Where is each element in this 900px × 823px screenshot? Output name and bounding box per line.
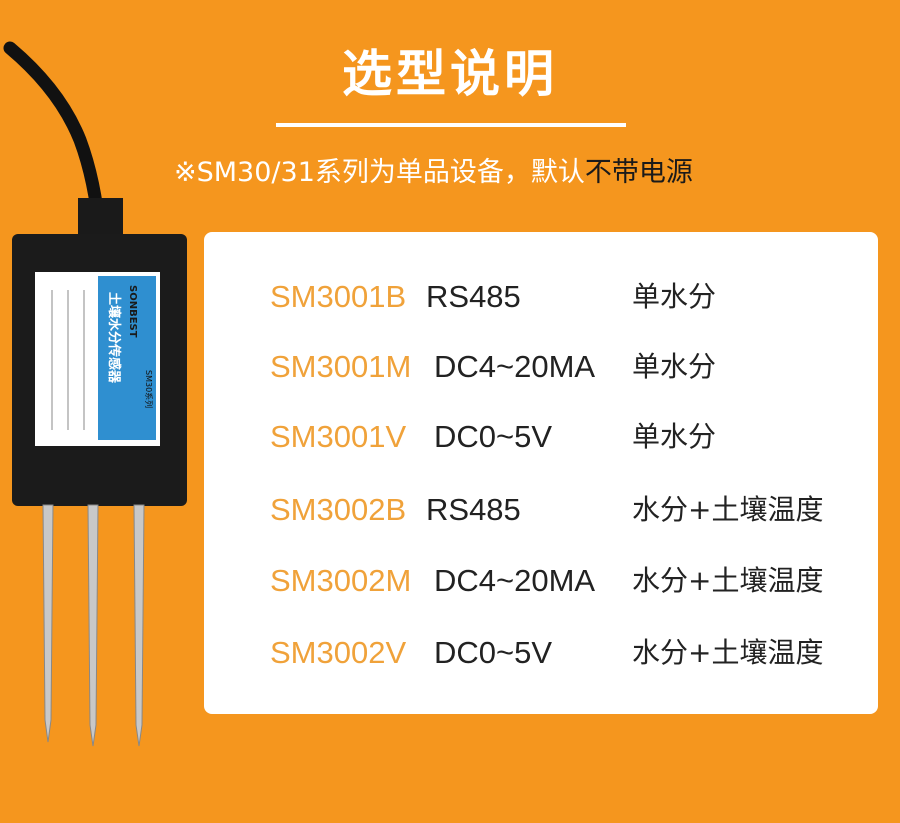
model-code: SM3002M	[270, 563, 412, 598]
sensor-series-text: SM30系列	[144, 370, 154, 408]
measurement-function: 水分+土壤温度	[632, 636, 824, 669]
measurement-function: 单水分	[632, 280, 717, 313]
model-row: SM3002V DC0~5V 水分+土壤温度	[204, 630, 878, 676]
sensor-label-blue	[98, 276, 156, 440]
probe-left	[42, 504, 54, 743]
selection-note: ※SM30/31系列为单品设备，默认不带电源	[174, 150, 693, 189]
soil-moisture-sensor-image: SONBEST 土壤水分传感器 SM30系列	[3, 41, 187, 747]
model-row: SM3001V DC0~5V 单水分	[204, 414, 878, 460]
model-selection-table: SM3001B RS485 单水分 SM3001M DC4~20MA 单水分 S…	[204, 232, 878, 714]
measurement-function: 单水分	[632, 420, 717, 453]
output-signal: DC0~5V	[434, 419, 553, 454]
output-signal: DC4~20MA	[434, 349, 596, 384]
measurement-function: 水分+土壤温度	[632, 493, 824, 526]
measurement-function: 单水分	[632, 350, 717, 383]
note-emphasis: 不带电源	[584, 157, 693, 188]
page-title: 选型说明	[342, 45, 558, 103]
measurement-function: 水分+土壤温度	[632, 564, 824, 597]
sensor-product-name: 土壤水分传感器	[106, 292, 122, 384]
title-underline	[276, 123, 626, 127]
model-row: SM3002B RS485 水分+土壤温度	[204, 487, 878, 533]
probe-middle	[87, 504, 99, 747]
model-row: SM3001M DC4~20MA 单水分	[204, 344, 878, 390]
output-signal: RS485	[426, 492, 521, 527]
note-prefix: ※SM30/31系列为单品设备，默认	[174, 157, 585, 188]
model-row: SM3001B RS485 单水分	[204, 274, 878, 320]
sensor-brand-text: SONBEST	[127, 285, 138, 338]
output-signal: DC0~5V	[434, 635, 553, 670]
probe-right	[133, 504, 145, 747]
model-code: SM3001M	[270, 349, 412, 384]
model-code: SM3002B	[270, 492, 407, 527]
output-signal: RS485	[426, 279, 521, 314]
output-signal: DC4~20MA	[434, 563, 596, 598]
model-code: SM3001B	[270, 279, 407, 314]
cable-strain-relief	[78, 198, 123, 238]
model-code: SM3002V	[270, 635, 407, 670]
model-code: SM3001V	[270, 419, 407, 454]
model-row: SM3002M DC4~20MA 水分+土壤温度	[204, 558, 878, 604]
